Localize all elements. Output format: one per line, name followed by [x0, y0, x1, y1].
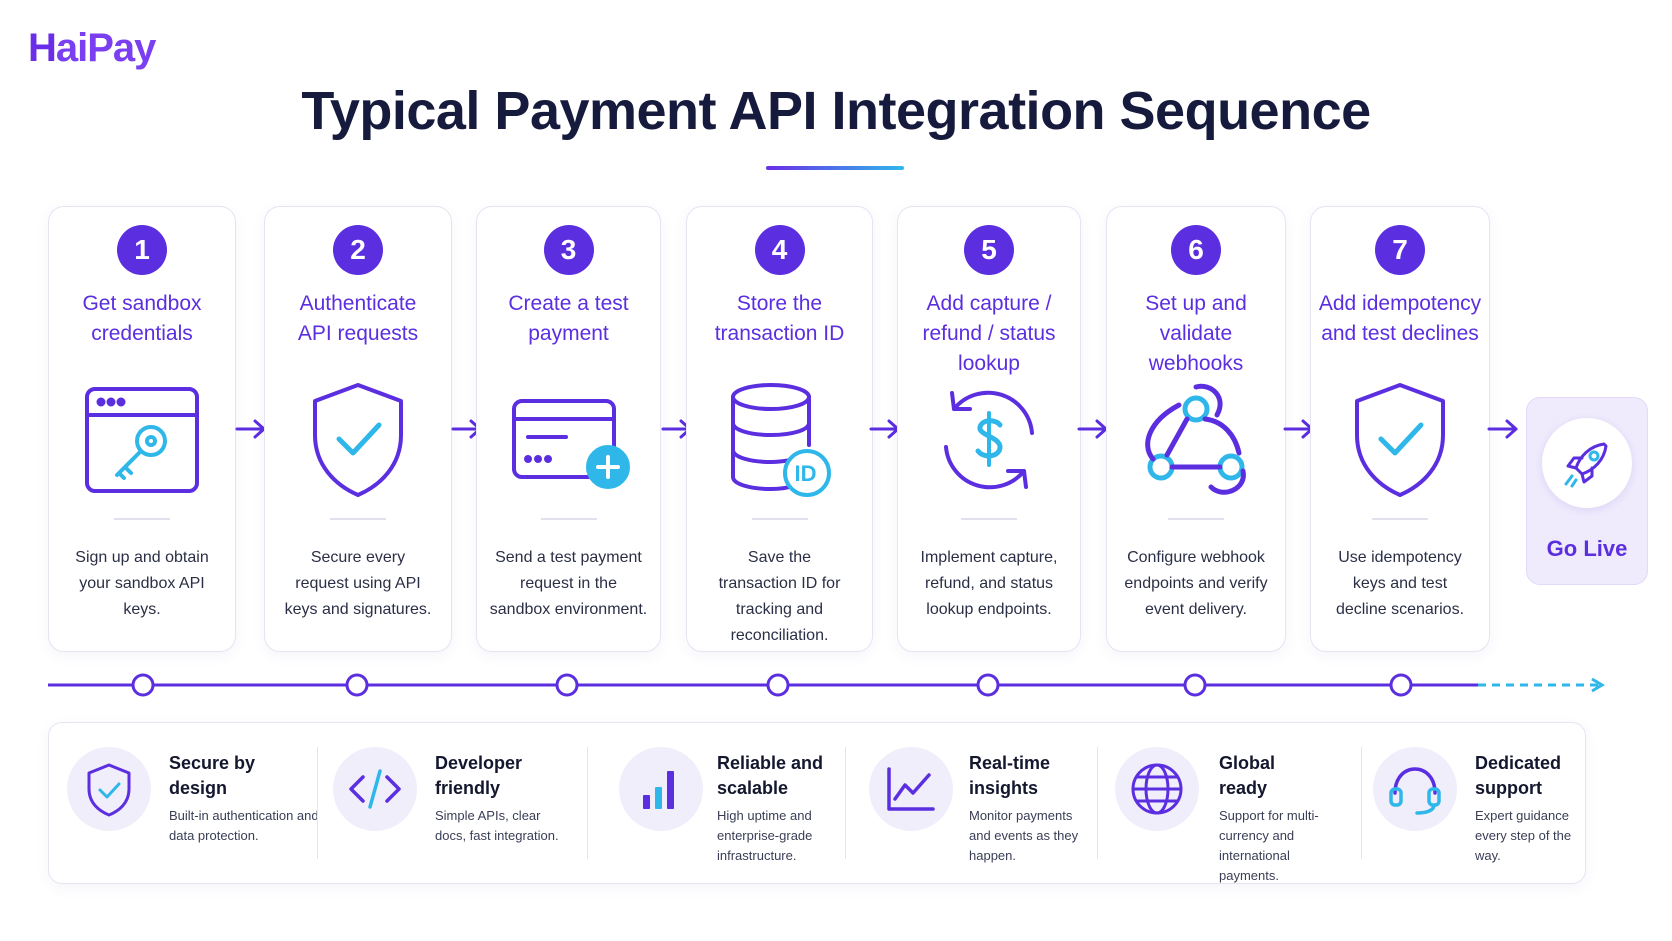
timeline-node — [555, 673, 579, 697]
card-divider — [961, 518, 1017, 520]
step-number: 6 — [1171, 225, 1221, 275]
card-plus-icon — [511, 399, 630, 489]
step-description: Use idempotency keys and test decline sc… — [1335, 549, 1465, 618]
feature-icon-circle — [67, 747, 151, 831]
feature-icon-circle — [619, 747, 703, 831]
feature-separator — [317, 747, 318, 859]
feature-title: Secure by design — [169, 753, 256, 798]
step-number: 2 — [333, 225, 383, 275]
feature-description: Simple APIs, clear docs, fast integratio… — [435, 808, 559, 843]
feature-title: Dedicated support — [1475, 753, 1562, 798]
feature-title: Real-time insights — [969, 753, 1051, 798]
step-card-4: 4 Store the transaction ID ID Save the t… — [686, 206, 873, 652]
id-badge-text: ID — [794, 461, 817, 486]
arrow-right-icon — [1077, 419, 1108, 439]
line-chart-icon — [887, 767, 935, 811]
arrow-right-icon — [235, 419, 266, 439]
timeline-node — [1183, 673, 1207, 697]
logo-letter: H — [28, 26, 57, 70]
card-divider — [114, 518, 170, 520]
step-card-2: 2 Authenticate API requests Secure every… — [264, 206, 452, 652]
step-number: 1 — [117, 225, 167, 275]
bar-chart-icon — [643, 771, 674, 809]
feature-icon-circle — [869, 747, 953, 831]
go-live-icon-circle — [1542, 418, 1632, 508]
step-title: Store the transaction ID — [714, 292, 845, 345]
go-live-card: Go Live — [1526, 397, 1648, 585]
page-title: Typical Payment API Integration Sequence — [301, 81, 1371, 141]
feature-title: Reliable and scalable — [717, 753, 824, 798]
timeline-node — [766, 673, 790, 697]
step-number: 3 — [543, 225, 594, 275]
features-panel: Secure by design Built-in authentication… — [48, 722, 1586, 884]
feature-item: Global ready Support for multi-currency … — [1099, 723, 1343, 883]
step-title: Add idempotency and test declines — [1318, 292, 1482, 345]
feature-separator — [1097, 747, 1098, 859]
feature-item: Secure by design Built-in authentication… — [49, 723, 319, 883]
step-title: Authenticate API requests — [297, 292, 419, 345]
feature-description: Expert guidance every step of the way. — [1475, 808, 1572, 863]
feature-separator — [587, 747, 588, 859]
step-card-1: 1 Get sandbox credentials Sign up and ob… — [48, 206, 236, 652]
step-description: Save the transaction ID for tracking and… — [718, 549, 841, 644]
step-description: Sign up and obtain your sandbox API keys… — [75, 549, 209, 618]
step-title: Add capture / refund / status lookup — [922, 292, 1056, 375]
feature-item: Real-time insights Monitor payments and … — [847, 723, 1097, 883]
brand-logo: HaiPay — [28, 26, 157, 71]
timeline-node — [976, 673, 1000, 697]
feature-separator — [845, 747, 846, 859]
feature-title: Global ready — [1219, 753, 1276, 798]
browser-key-icon — [85, 387, 199, 493]
card-divider — [1372, 518, 1428, 520]
card-divider — [540, 518, 597, 520]
timeline-node — [345, 673, 369, 697]
step-card-7: 7 Add idempotency and test declines Use … — [1310, 206, 1490, 652]
refresh-dollar-icon — [944, 390, 1034, 490]
feature-description: Monitor payments and events as they happ… — [969, 808, 1079, 863]
card-divider — [1168, 518, 1224, 520]
step-title: Create a test payment — [508, 292, 629, 345]
step-number: 4 — [754, 225, 805, 275]
step-title: Set up and validate webhooks — [1145, 292, 1247, 375]
feature-description: High uptime and enterprise-grade infrast… — [717, 808, 813, 863]
webhook-icon — [1145, 383, 1246, 495]
feature-item: Reliable and scalable High uptime and en… — [589, 723, 841, 883]
step-number: 7 — [1375, 225, 1425, 275]
go-live-label: Go Live — [1546, 536, 1628, 561]
database-id-icon — [730, 383, 831, 497]
arrow-right-icon — [1487, 419, 1518, 439]
logo-text: aiPay — [55, 26, 157, 70]
feature-description: Support for multi-currency and internati… — [1219, 808, 1319, 883]
step-description: Configure webhook endpoints and verify e… — [1124, 549, 1268, 618]
feature-title: Developer friendly — [435, 753, 523, 798]
card-divider — [751, 518, 808, 520]
globe-icon — [1131, 763, 1183, 815]
feature-icon-circle — [1373, 747, 1457, 831]
step-number: 5 — [964, 225, 1014, 275]
feature-item: Developer friendly Simple APIs, clear do… — [319, 723, 571, 883]
step-title: Get sandbox credentials — [82, 292, 202, 345]
shield-check-icon — [87, 763, 131, 817]
headset-icon — [1389, 767, 1441, 815]
shield-check-icon — [313, 383, 403, 497]
timeline-node — [1389, 673, 1413, 697]
feature-separator — [1361, 747, 1362, 859]
progress-timeline — [48, 673, 1605, 697]
feature-icon-circle — [333, 747, 417, 831]
step-card-5: 5 Add capture / refund / status lookup I… — [897, 206, 1081, 652]
step-description: Secure every request using API keys and … — [284, 549, 432, 618]
step-card-6: 6 Set up and validate webhooks Configure… — [1106, 206, 1286, 652]
feature-description: Built-in authentication and data protect… — [169, 808, 319, 843]
feature-icon-circle — [1115, 747, 1199, 831]
step-description: Implement capture, refund, and status lo… — [920, 549, 1058, 618]
timeline-node — [131, 673, 155, 697]
code-icon — [349, 769, 401, 809]
card-divider — [330, 518, 386, 520]
feature-item: Dedicated support Expert guidance every … — [1363, 723, 1585, 883]
rocket-icon — [1564, 442, 1608, 488]
step-card-3: 3 Create a test payment Send a test paym… — [476, 206, 661, 652]
shield-check-icon — [1355, 383, 1445, 497]
title-underline — [766, 166, 904, 170]
step-description: Send a test payment request in the sandb… — [489, 549, 648, 618]
